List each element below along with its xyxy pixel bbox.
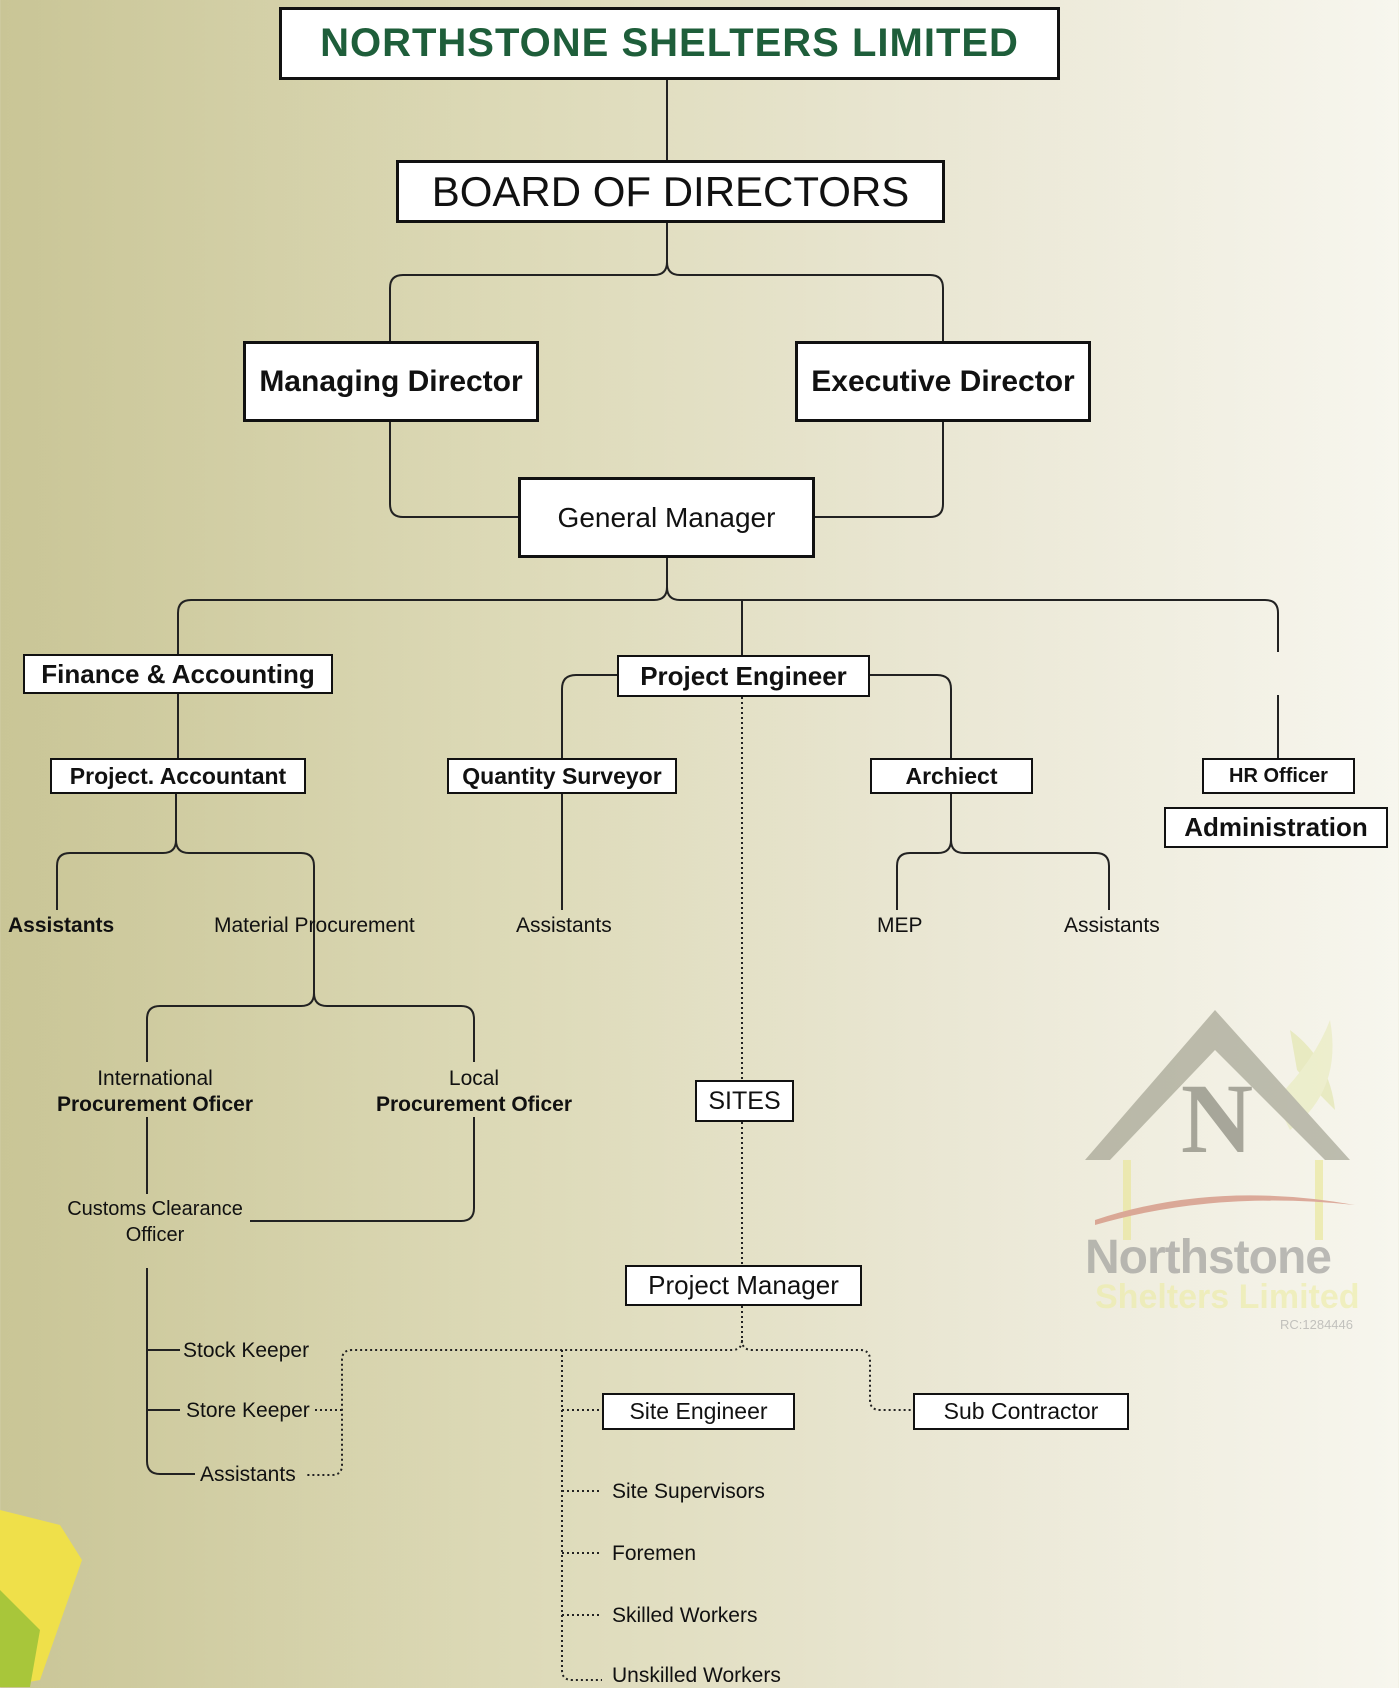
foremen-label: Foremen — [612, 1542, 697, 1565]
local-procurement-line1: Local — [448, 1067, 500, 1090]
architect-assistants-label: Assistants — [1064, 914, 1160, 937]
store-keeper-label: Store Keeper — [186, 1399, 310, 1422]
company-title: NORTHSTONE SHELTERS LIMITED — [279, 7, 1060, 80]
northstone-logo: N Northstone Shelters Limited RC:1284446 — [1075, 990, 1375, 1340]
logo-subtitle: Shelters Limited — [1095, 1278, 1360, 1316]
logo-name: Northstone — [1085, 1231, 1332, 1284]
site-supervisors-label: Site Supervisors — [612, 1480, 765, 1503]
svg-text:N: N — [1181, 1063, 1253, 1174]
intl-procurement-line1: International — [97, 1067, 213, 1090]
unskilled-workers-label: Unskilled Workers — [612, 1664, 781, 1687]
material-procurement-label: Material Procurement — [214, 914, 415, 937]
skilled-workers-label: Skilled Workers — [612, 1604, 758, 1627]
customs-line1: Customs Clearance — [67, 1198, 243, 1220]
stock-keeper-label: Stock Keeper — [183, 1339, 310, 1362]
project-engineer-box: Project Engineer — [617, 655, 870, 697]
store-assistants-label: Assistants — [200, 1463, 296, 1486]
quantity-surveyor-box: Quantity Surveyor — [447, 758, 677, 794]
intl-procurement-line2: Procurement Oficer — [56, 1093, 254, 1116]
qs-assistants-label: Assistants — [516, 914, 612, 937]
managing-director-box: Managing Director — [243, 341, 539, 422]
hr-officer-box: HR Officer — [1202, 758, 1355, 794]
finance-accounting-box: Finance & Accounting — [23, 654, 333, 694]
corner-decoration — [0, 1510, 82, 1687]
architect-box: Archiect — [870, 758, 1033, 794]
finance-assistants-label: Assistants — [8, 914, 115, 937]
local-procurement-officer: Local Procurement Oficer — [364, 1066, 584, 1118]
general-manager-box: General Manager — [518, 477, 815, 558]
executive-director-box: Executive Director — [795, 341, 1091, 422]
project-accountant-box: Project. Accountant — [50, 758, 306, 794]
customs-clearance-officer: Customs Clearance Officer — [55, 1196, 255, 1248]
logo-registration: RC:1284446 — [1280, 1317, 1353, 1332]
mep-label: MEP — [877, 914, 923, 937]
sub-contractor-box: Sub Contractor — [913, 1393, 1129, 1430]
administration-box: Administration — [1164, 807, 1388, 848]
sites-box: SITES — [695, 1080, 794, 1122]
local-procurement-line2: Procurement Oficer — [375, 1093, 573, 1116]
board-of-directors-box: BOARD OF DIRECTORS — [396, 160, 945, 223]
customs-line2: Officer — [125, 1224, 185, 1246]
project-manager-box: Project Manager — [625, 1265, 862, 1306]
international-procurement-officer: International Procurement Oficer — [45, 1066, 265, 1118]
site-engineer-box: Site Engineer — [602, 1393, 795, 1430]
